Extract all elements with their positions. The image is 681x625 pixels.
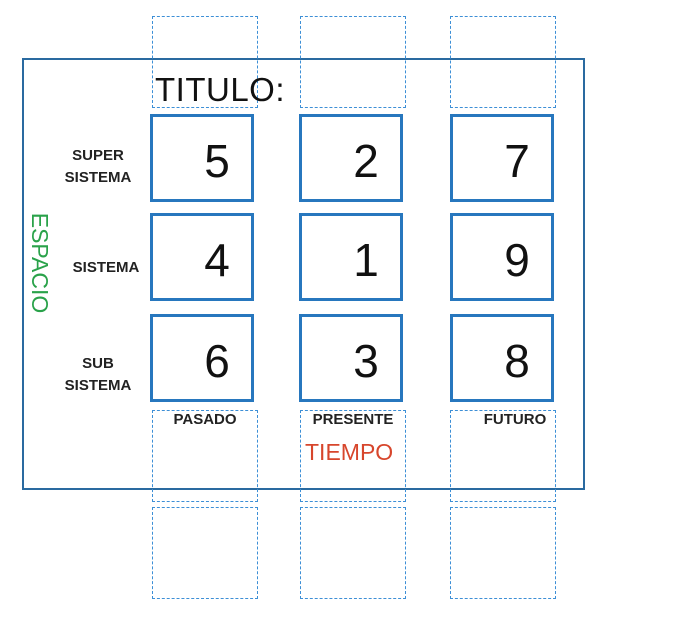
grid-cell: 9	[450, 213, 554, 301]
grid-cell: 7	[450, 114, 554, 202]
grid-cell: 1	[299, 213, 403, 301]
cell-number: 6	[204, 335, 230, 387]
dashed-box	[152, 507, 258, 599]
cell-number: 8	[504, 335, 530, 387]
cell-number: 9	[504, 234, 530, 286]
dashed-box	[300, 410, 406, 502]
dashed-box	[300, 16, 406, 108]
row-label-sistema: SISTEMA	[58, 257, 154, 279]
cell-number: 4	[204, 234, 230, 286]
cell-number: 3	[353, 335, 379, 387]
row-label-line: SISTEMA	[64, 377, 132, 394]
grid-cell: 4	[150, 213, 254, 301]
column-label-presente: PRESENTE	[312, 411, 394, 428]
row-label-line: SUPER	[72, 147, 124, 164]
grid-cell: 2	[299, 114, 403, 202]
dashed-box	[450, 16, 556, 108]
dashed-box	[450, 507, 556, 599]
row-label-line: SUB	[82, 355, 114, 372]
row-label-line: SISTEMA	[64, 169, 132, 186]
cell-number: 1	[353, 234, 379, 286]
row-label-sub-sistema: SUB SISTEMA	[50, 353, 146, 397]
dashed-box	[300, 507, 406, 599]
diagram-title: TITULO:	[155, 71, 286, 108]
cell-number: 2	[353, 135, 379, 187]
dashed-box	[152, 410, 258, 502]
tiempo-axis-label: TIEMPO	[305, 439, 394, 465]
outer-frame	[22, 58, 585, 490]
column-label-futuro: FUTURO	[483, 411, 547, 428]
row-label-super-sistema: SUPER SISTEMA	[50, 145, 146, 189]
grid-cell: 8	[450, 314, 554, 402]
cell-number: 7	[504, 135, 530, 187]
column-label-pasado: PASADO	[173, 411, 237, 428]
cell-number: 5	[204, 135, 230, 187]
espacio-axis-label: ESPACIO	[27, 212, 53, 314]
grid-cell: 6	[150, 314, 254, 402]
dashed-box	[152, 16, 258, 108]
grid-cell: 5	[150, 114, 254, 202]
grid-cell: 3	[299, 314, 403, 402]
dashed-box	[450, 410, 556, 502]
row-label-line: SISTEMA	[72, 259, 140, 276]
